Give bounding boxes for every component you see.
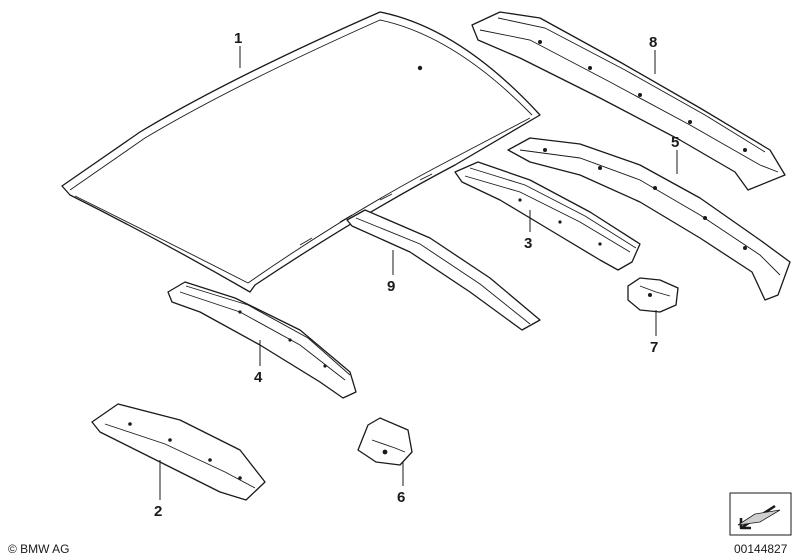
part-2-roof-bow[interactable] — [91, 403, 266, 501]
part-4-front-cross-member[interactable] — [167, 281, 357, 399]
part-label-2: 2 — [154, 503, 162, 520]
part-label-1: 1 — [234, 30, 242, 47]
part-label-6: 6 — [397, 489, 405, 506]
part-label-9: 9 — [387, 278, 395, 295]
diagram-id: 00144827 — [734, 542, 788, 556]
part-label-4: 4 — [254, 369, 263, 386]
part-label-5: 5 — [671, 134, 679, 151]
part-9-roof-strip[interactable] — [346, 209, 541, 331]
direction-arrow-icon — [729, 492, 792, 536]
part-7-bracket[interactable] — [627, 277, 679, 313]
part-label-3: 3 — [524, 235, 532, 252]
part-label-8: 8 — [649, 34, 657, 51]
part-6-bracket[interactable] — [357, 417, 413, 466]
part-5-side-rail[interactable] — [507, 137, 791, 301]
part-label-7: 7 — [650, 339, 658, 356]
copyright-text: © BMW AG — [8, 542, 70, 556]
part-1-roof-panel[interactable] — [61, 11, 541, 293]
part-8-rear-cross-member[interactable] — [471, 11, 786, 191]
part-3-roof-frame-side[interactable] — [454, 161, 641, 271]
